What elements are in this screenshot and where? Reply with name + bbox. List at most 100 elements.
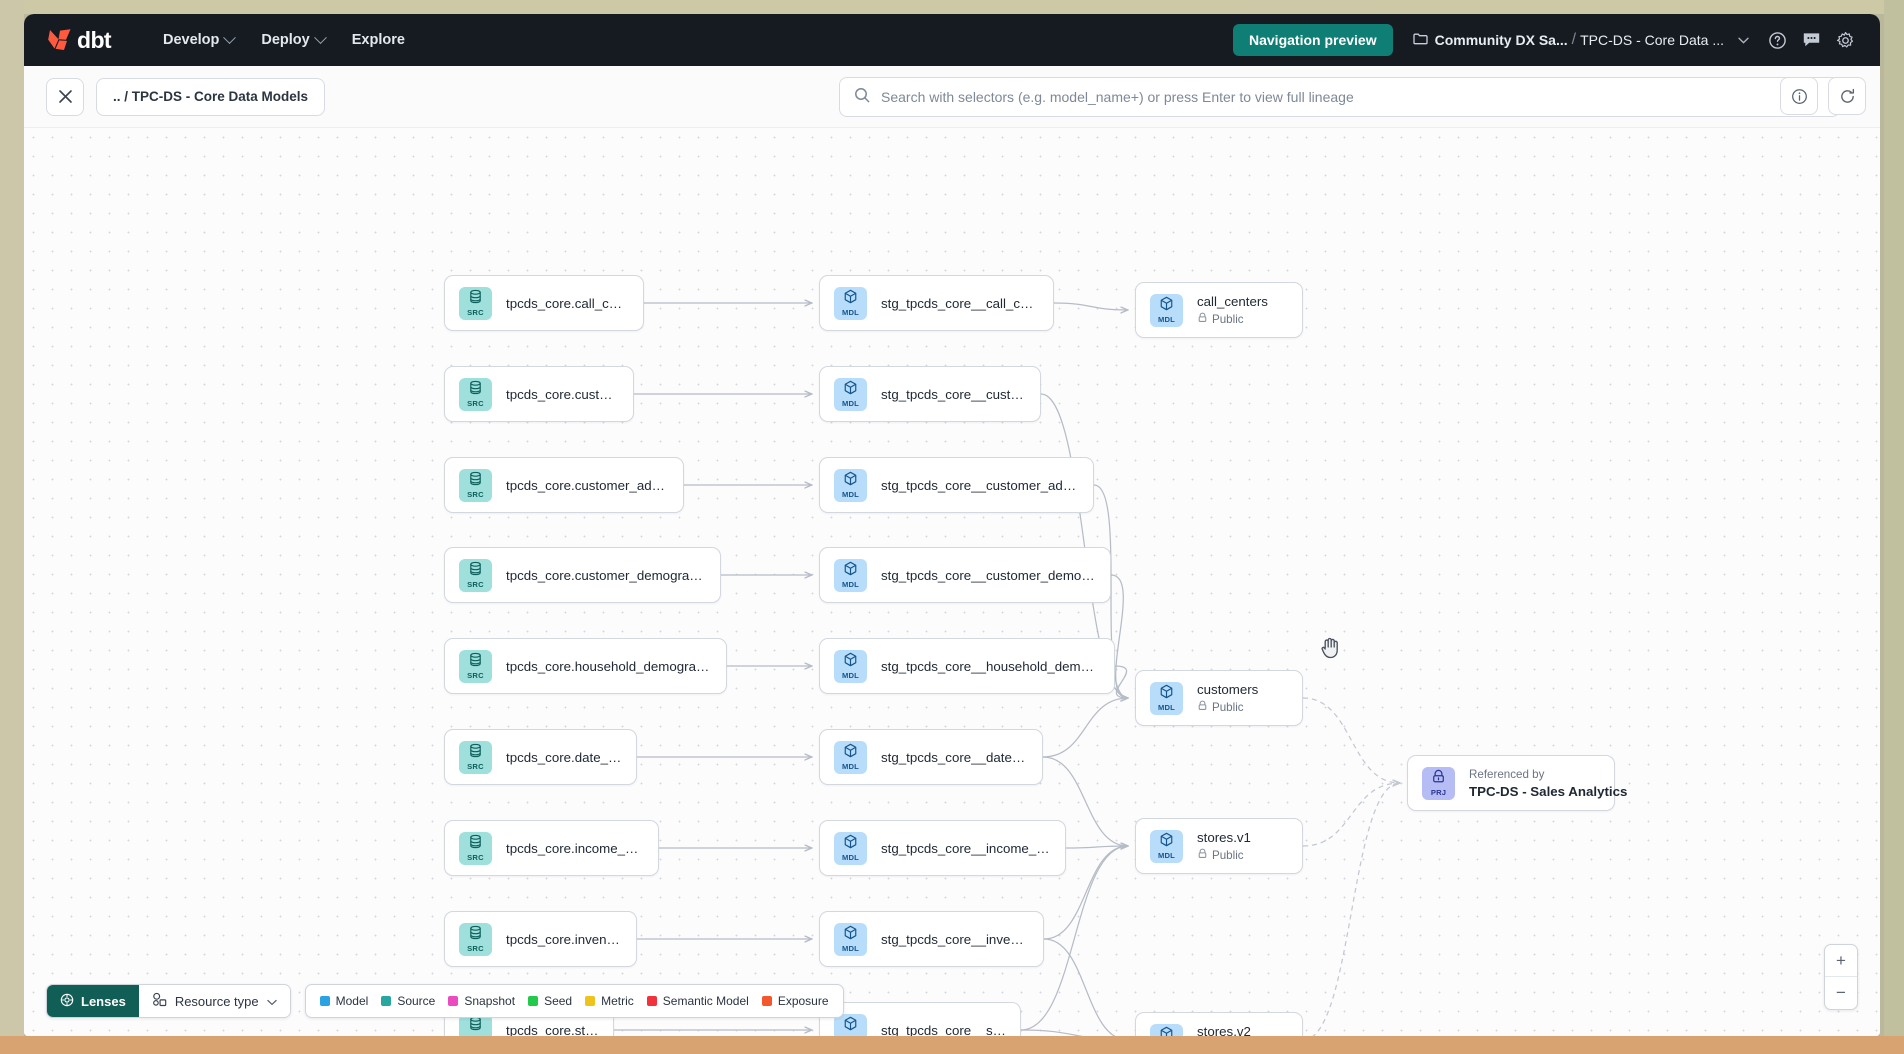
badge-label: MDL [841, 399, 860, 408]
legend-label: Seed [544, 994, 573, 1008]
badge-label: MDL [841, 671, 860, 680]
node-access: Public [1197, 700, 1258, 714]
account-breadcrumb[interactable]: Community DX Sa... [1412, 32, 1568, 48]
legend-item-snapshot[interactable]: Snapshot [448, 994, 515, 1008]
legend-swatch [528, 996, 539, 1006]
badge-label: SRC [467, 762, 484, 771]
search-input[interactable] [881, 89, 1825, 105]
legend-label: Exposure [777, 994, 829, 1008]
lineage-breadcrumb[interactable]: .. / TPC-DS - Core Data Models [96, 77, 326, 116]
chevron-down-icon [223, 30, 237, 44]
legend-swatch [448, 996, 459, 1006]
project-chevron-down-icon[interactable] [1728, 25, 1758, 55]
mdl-badge: MDL [834, 649, 867, 683]
mdl-badge: MDL [834, 831, 867, 865]
primary-nav: Develop Deploy Explore [151, 25, 417, 55]
badge-label: MDL [1157, 703, 1176, 712]
node-title: stores.v1 [1197, 830, 1251, 845]
badge-label: PRJ [1430, 788, 1447, 797]
database-icon [468, 652, 483, 672]
desktop-top-edge [0, 0, 1904, 14]
nav-item-deploy-label: Deploy [261, 32, 310, 48]
legend-swatch [381, 996, 392, 1006]
cube-icon [843, 652, 858, 672]
project-name[interactable]: TPC-DS - Core Data ... [1580, 32, 1724, 48]
database-icon [468, 925, 483, 945]
nav-item-develop[interactable]: Develop [151, 25, 246, 55]
legend-swatch [646, 996, 657, 1006]
help-icon[interactable] [1762, 25, 1792, 55]
node-body: stg_tpcds_core__date_dim [881, 750, 1042, 765]
refresh-icon[interactable] [1828, 77, 1866, 115]
feedback-icon[interactable] [1796, 25, 1826, 55]
cube-icon [843, 380, 858, 400]
node-title: TPC-DS - Sales Analytics [1469, 783, 1628, 799]
lineage-search[interactable] [839, 77, 1840, 117]
search-icon [854, 87, 870, 108]
src-badge: SRC [459, 286, 492, 320]
folder-icon [1412, 32, 1428, 48]
legend-item-source[interactable]: Source [381, 994, 435, 1008]
node-body: stg_tpcds_core__customer_demogra… [881, 568, 1110, 583]
src-badge: SRC [459, 740, 492, 774]
badge-label: SRC [467, 308, 484, 317]
zoom-controls: + − [1824, 944, 1858, 1010]
database-icon [468, 289, 483, 309]
cube-icon [1159, 1026, 1174, 1036]
node-title: stg_tpcds_core__household_demogr… [881, 658, 1100, 674]
node-body: stores.v2Public [1197, 1024, 1265, 1036]
cube-icon [843, 743, 858, 763]
zoom-out-button[interactable]: − [1836, 983, 1846, 1002]
node-title: stores.v2 [1197, 1024, 1251, 1036]
navigation-preview-button[interactable]: Navigation preview [1233, 24, 1393, 56]
nav-item-deploy[interactable]: Deploy [249, 25, 336, 55]
node-title: stg_tpcds_core__date_dim [881, 749, 1028, 765]
node-title: tpcds_core.customer_demographics [506, 567, 706, 583]
node-access: Public [1197, 848, 1251, 862]
dbt-logo[interactable]: dbt [46, 27, 112, 54]
lenses-button[interactable]: Lenses [47, 985, 139, 1017]
node-body: tpcds_core.household_demographics [506, 659, 726, 674]
badge-label: MDL [1157, 851, 1176, 860]
legend-item-exposure[interactable]: Exposure [761, 994, 829, 1008]
legend-item-metric[interactable]: Metric [585, 994, 634, 1008]
legend-swatch [319, 996, 330, 1006]
src-badge: SRC [459, 377, 492, 411]
resource-type-button[interactable]: Resource type [138, 985, 290, 1017]
close-lineage-button[interactable] [46, 77, 84, 116]
database-icon [468, 743, 483, 763]
zoom-in-button[interactable]: + [1825, 945, 1857, 977]
nav-item-explore[interactable]: Explore [340, 25, 417, 55]
legend-item-model[interactable]: Model [319, 994, 368, 1008]
legend-swatch [761, 996, 772, 1006]
legend-item-semantic-model[interactable]: Semantic Model [646, 994, 749, 1008]
settings-icon[interactable] [1830, 25, 1860, 55]
info-icon[interactable] [1780, 77, 1818, 115]
legend-item-seed[interactable]: Seed [528, 994, 572, 1008]
lineage-node-mdl[interactable]: MDL stg_tpcds_core__household_demogr… [819, 638, 1115, 694]
